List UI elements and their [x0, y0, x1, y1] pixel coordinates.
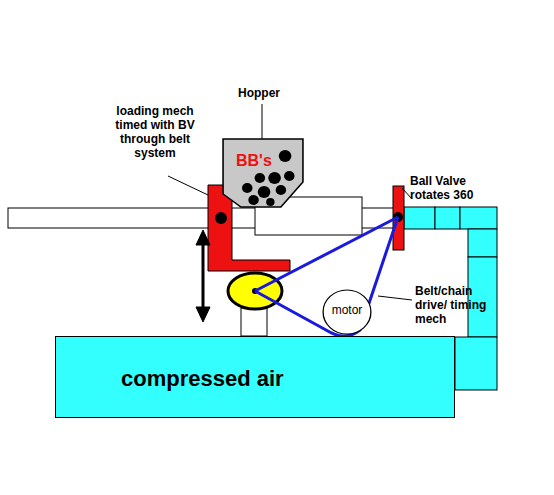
compressed-air-tank: compressed air	[55, 336, 455, 418]
motion-arrow	[196, 230, 210, 322]
belt	[255, 217, 398, 336]
node-text: compressed air	[121, 366, 455, 391]
node-text: motor	[322, 304, 372, 318]
chamber	[255, 197, 362, 235]
hopper-outline	[222, 138, 304, 208]
part-label: Belt/chain drive/ timing mech	[415, 284, 505, 326]
node-text: BB's	[222, 152, 304, 170]
leader-line	[168, 104, 412, 300]
callout-note: loading mech timed with BV through belt …	[105, 104, 205, 160]
part-label: Ball Valve rotates 360	[410, 174, 500, 202]
hopper: BB's	[222, 138, 304, 208]
part-label: Hopper	[238, 86, 298, 100]
stand-post	[241, 308, 267, 336]
bb-ball	[215, 212, 227, 224]
motor-circle: motor	[322, 289, 372, 335]
